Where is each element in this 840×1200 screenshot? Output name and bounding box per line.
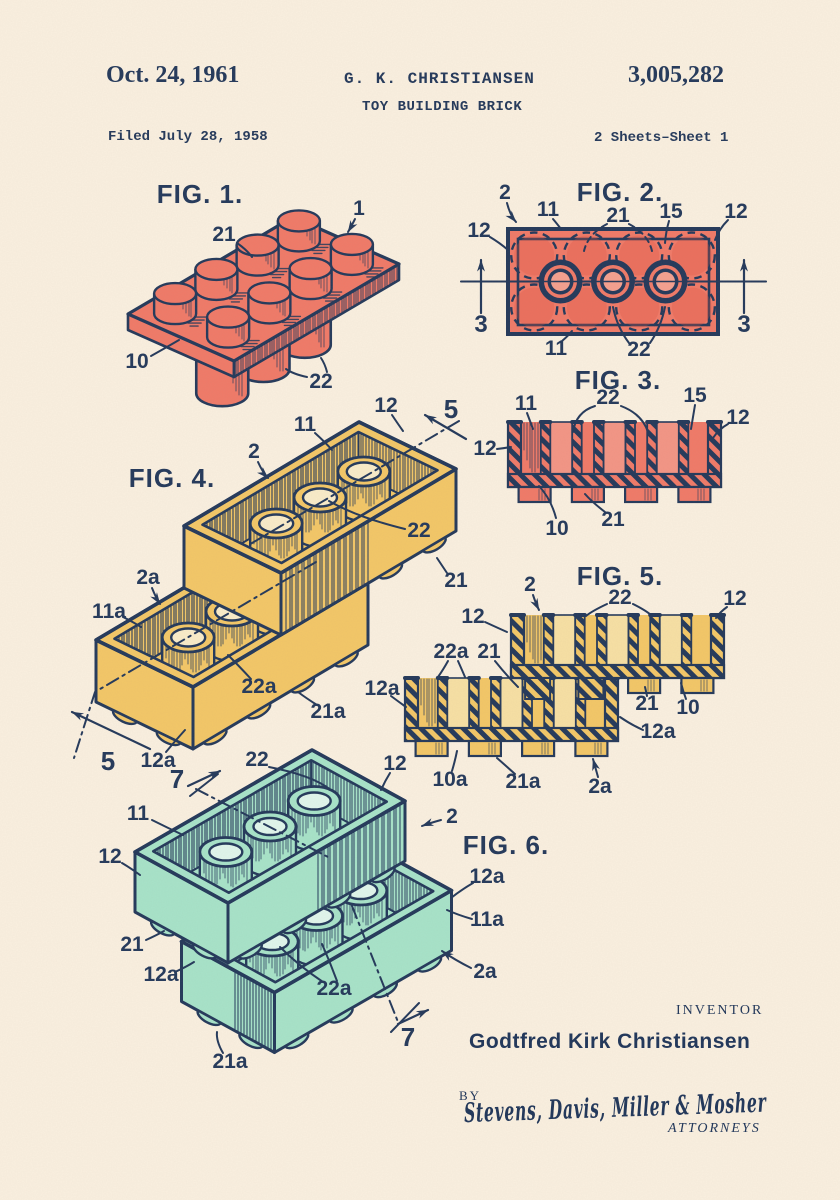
attorneys-caption: ATTORNEYS (668, 1121, 761, 1136)
by-label: BY (459, 1088, 482, 1103)
inventor-caption: INVENTOR (676, 1003, 764, 1018)
inventor-name: Godtfred Kirk Christiansen (469, 1030, 751, 1053)
